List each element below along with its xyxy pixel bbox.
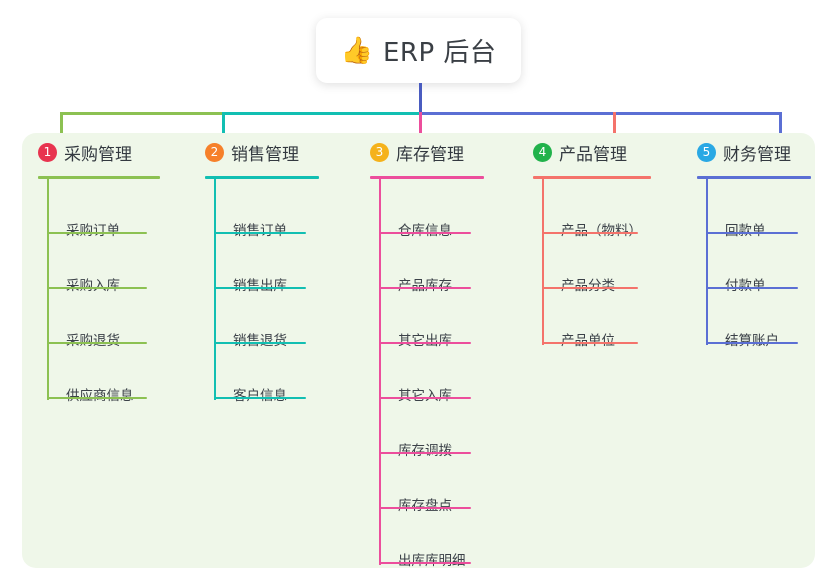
leaf-item[interactable]: 产品库存 bbox=[398, 278, 452, 294]
connector-bus-segment bbox=[419, 112, 613, 115]
leaf-rule bbox=[214, 342, 306, 344]
branch-header-4[interactable]: 4 产品管理 bbox=[533, 140, 627, 165]
leaf-item[interactable]: 付款单 bbox=[725, 278, 766, 294]
branch-spine bbox=[542, 179, 544, 345]
thumbs-up-icon: 👍 bbox=[340, 35, 373, 66]
root-node[interactable]: 👍 ERP 后台 bbox=[316, 18, 521, 83]
branch-header-rule bbox=[370, 176, 484, 179]
connector-bus-segment bbox=[613, 112, 779, 115]
branch-header-5[interactable]: 5 财务管理 bbox=[697, 140, 791, 165]
leaf-rule bbox=[706, 287, 798, 289]
branch-header-rule bbox=[38, 176, 160, 179]
connector-root-stem bbox=[419, 83, 422, 115]
root-node-content: 👍 ERP 后台 bbox=[341, 32, 497, 69]
leaf-rule bbox=[47, 342, 147, 344]
leaf-item[interactable]: 仓库信息 bbox=[398, 223, 452, 239]
leaf-item[interactable]: 产品单位 bbox=[561, 333, 615, 349]
branch-column-4: 4 产品管理产品（物料） 产品分类产品单位 bbox=[533, 133, 677, 568]
leaf-item[interactable]: 库存调拨 bbox=[398, 443, 452, 459]
branch-column-3: 3 库存管理仓库信息产品库存其它出库其它入库库存调拨库存盘点出库库明细 bbox=[370, 133, 510, 569]
leaf-rule bbox=[542, 232, 638, 234]
leaf-item[interactable]: 产品（物料） bbox=[561, 223, 642, 239]
leaf-rule bbox=[379, 342, 471, 344]
leaf-rule bbox=[706, 232, 798, 234]
branch-badge-1: 1 bbox=[38, 143, 57, 162]
leaf-item[interactable]: 结算账户 bbox=[725, 333, 779, 349]
root-title: ERP 后台 bbox=[382, 38, 497, 68]
leaf-item[interactable]: 产品分类 bbox=[561, 278, 615, 294]
leaf-rule bbox=[706, 342, 798, 344]
leaf-item[interactable]: 出库库明细 bbox=[398, 553, 466, 569]
leaf-rule bbox=[214, 232, 306, 234]
leaf-item[interactable]: 销售退货 bbox=[233, 333, 287, 349]
leaf-rule bbox=[214, 397, 306, 399]
leaf-rule bbox=[379, 507, 471, 509]
connector-drop bbox=[60, 112, 63, 145]
connector-bus-segment bbox=[60, 112, 222, 115]
leaf-item[interactable]: 采购订单 bbox=[66, 223, 120, 239]
branch-header-rule bbox=[697, 176, 811, 179]
branch-badge-2: 2 bbox=[205, 143, 224, 162]
branch-badge-4: 4 bbox=[533, 143, 552, 162]
leaf-item[interactable]: 销售订单 bbox=[233, 223, 287, 239]
leaf-rule bbox=[379, 232, 471, 234]
branch-badge-5: 5 bbox=[697, 143, 716, 162]
leaf-item[interactable]: 其它入库 bbox=[398, 388, 452, 404]
leaf-rule bbox=[379, 452, 471, 454]
branch-header-3[interactable]: 3 库存管理 bbox=[370, 140, 464, 165]
leaf-item[interactable]: 其它出库 bbox=[398, 333, 452, 349]
branch-column-2: 2 销售管理销售订单销售出库销售退货客户信息 bbox=[205, 133, 345, 568]
leaf-rule bbox=[542, 287, 638, 289]
leaf-rule bbox=[542, 342, 638, 344]
leaf-rule bbox=[379, 397, 471, 399]
branch-header-2[interactable]: 2 销售管理 bbox=[205, 140, 299, 165]
leaf-item[interactable]: 采购入库 bbox=[66, 278, 120, 294]
branches-panel bbox=[22, 133, 815, 568]
branch-column-1: 1 采购管理采购订单采购入库采购退货供应商信息 bbox=[38, 133, 186, 568]
branch-header-rule bbox=[533, 176, 651, 179]
leaf-rule bbox=[379, 287, 471, 289]
leaf-item[interactable]: 供应商信息 bbox=[66, 388, 134, 404]
leaf-item[interactable]: 客户信息 bbox=[233, 388, 287, 404]
branch-badge-3: 3 bbox=[370, 143, 389, 162]
branch-title-5: 财务管理 bbox=[723, 145, 791, 165]
branch-title-1: 采购管理 bbox=[64, 145, 132, 165]
branch-title-2: 销售管理 bbox=[231, 145, 299, 165]
leaf-item[interactable]: 库存盘点 bbox=[398, 498, 452, 514]
leaf-item[interactable]: 回款单 bbox=[725, 223, 766, 239]
connector-drop bbox=[419, 112, 422, 145]
leaf-rule bbox=[47, 232, 147, 234]
leaf-rule bbox=[47, 397, 147, 399]
branch-header-1[interactable]: 1 采购管理 bbox=[38, 140, 132, 165]
leaf-rule bbox=[47, 287, 147, 289]
leaf-item[interactable]: 销售出库 bbox=[233, 278, 287, 294]
connector-drop bbox=[779, 112, 782, 145]
branch-spine bbox=[47, 179, 49, 400]
branch-spine bbox=[706, 179, 708, 345]
connector-drop bbox=[222, 112, 225, 145]
leaf-rule bbox=[379, 562, 471, 564]
branch-spine bbox=[379, 179, 381, 565]
branch-spine bbox=[214, 179, 216, 400]
branch-title-3: 库存管理 bbox=[396, 145, 464, 165]
connector-bus-segment bbox=[222, 112, 419, 115]
connector-drop bbox=[613, 112, 616, 145]
leaf-item[interactable]: 采购退货 bbox=[66, 333, 120, 349]
branch-header-rule bbox=[205, 176, 319, 179]
leaf-rule bbox=[214, 287, 306, 289]
branch-title-4: 产品管理 bbox=[559, 145, 627, 165]
branch-column-5: 5 财务管理回款单付款单结算账户 bbox=[697, 133, 837, 568]
